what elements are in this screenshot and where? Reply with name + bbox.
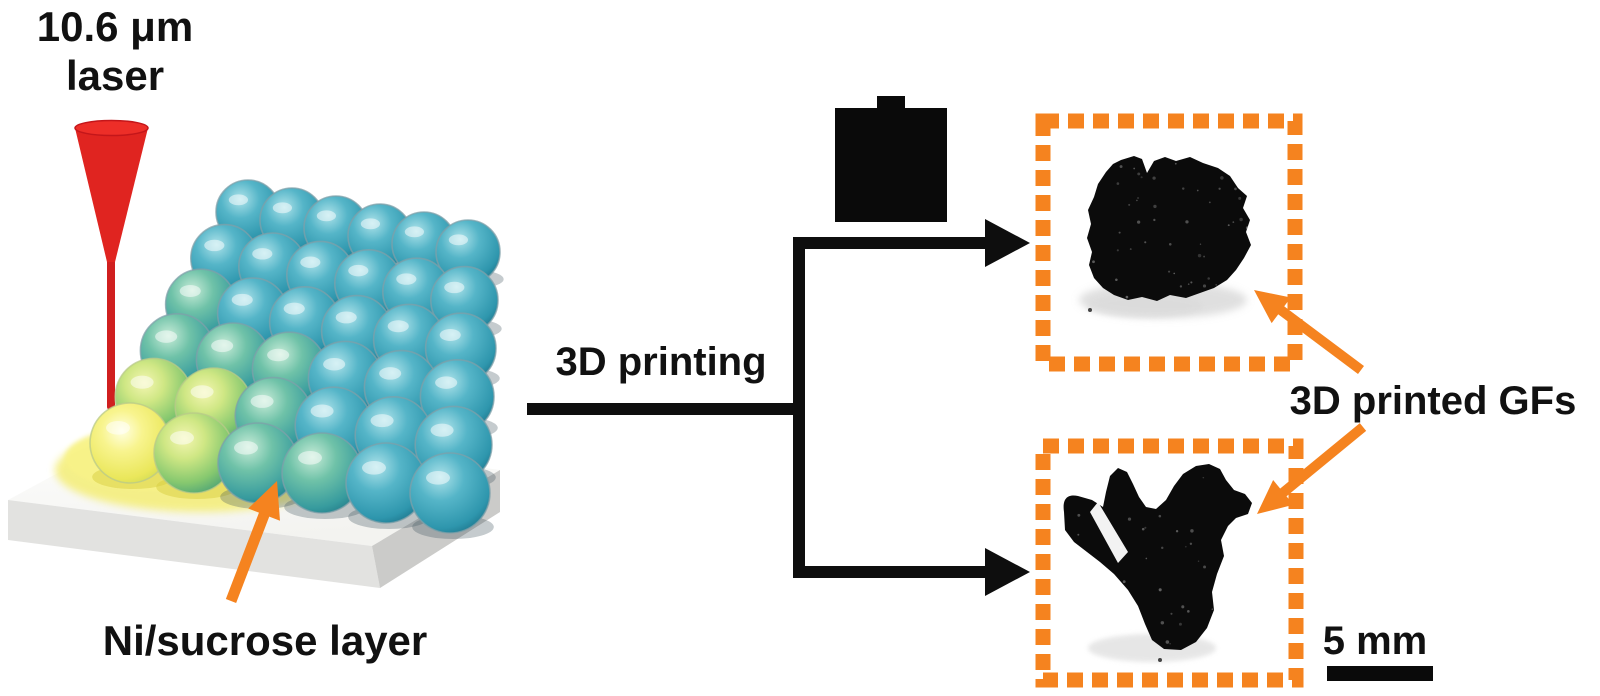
container-icon bbox=[835, 96, 947, 222]
gf-pointer-arrows bbox=[1254, 290, 1367, 514]
laser-label-line1: 10.6 μm bbox=[36, 3, 194, 50]
foam-sample-top bbox=[1079, 156, 1251, 318]
process-label: 3D printing bbox=[555, 340, 767, 384]
foam-sample-bottom bbox=[1063, 464, 1252, 662]
highlight-box-bottom bbox=[1035, 438, 1304, 688]
droplet-array bbox=[89, 179, 504, 539]
products-label: 3D printed GFs bbox=[1289, 379, 1577, 423]
laser-label: 10.6 μm laser bbox=[10, 2, 220, 100]
flow-connector bbox=[527, 219, 1030, 596]
scale-bar bbox=[1327, 666, 1433, 681]
droplet bbox=[409, 452, 491, 534]
flow-arrowhead-bottom bbox=[985, 548, 1030, 596]
laser-label-line2: laser bbox=[65, 52, 165, 99]
layer-label: Ni/sucrose layer bbox=[102, 617, 428, 664]
highlight-box-top bbox=[1035, 113, 1303, 372]
ni-sucrose-arrow-icon bbox=[225, 481, 280, 603]
laser-beam-icon bbox=[74, 119, 149, 410]
flow-arrowhead-top bbox=[985, 219, 1030, 267]
scale-label: 5 mm bbox=[1322, 619, 1428, 663]
